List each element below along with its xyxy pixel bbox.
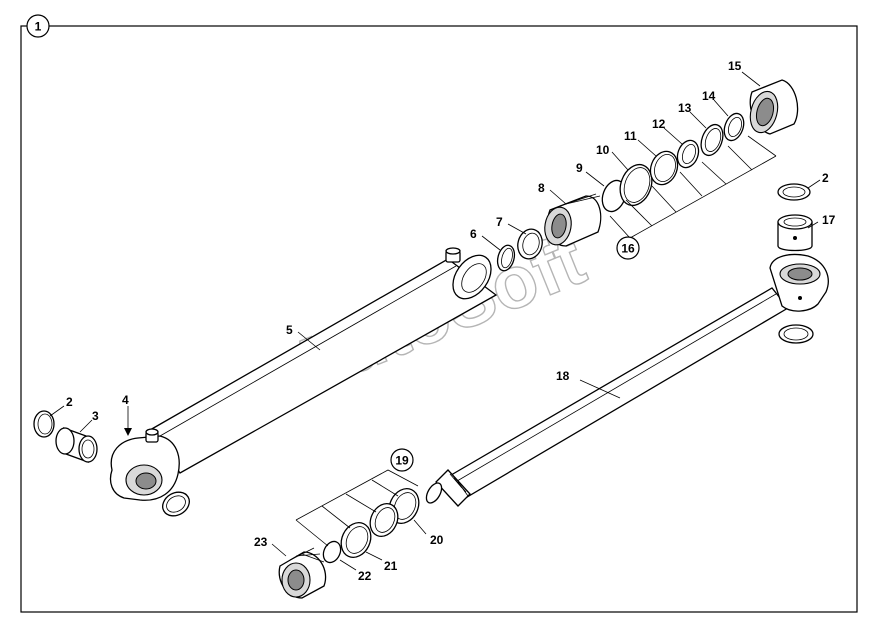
callout-6: 6: [470, 227, 477, 241]
callout-17: 17: [822, 213, 836, 227]
callout-4: 4: [122, 393, 129, 407]
callout-2-left: 2: [66, 395, 73, 409]
callout-9: 9: [576, 161, 583, 175]
callout-circle-19: [390, 448, 414, 472]
seal-14: [723, 112, 745, 142]
seal-20b: [369, 502, 399, 538]
seal-21: [340, 521, 372, 559]
callout-14: 14: [702, 89, 716, 103]
rod-eye: [769, 253, 829, 312]
ring-2-left: [33, 410, 55, 438]
cylinder-head-15: [749, 79, 799, 135]
sheet-number: 1: [35, 20, 42, 34]
callout-7: 7: [496, 215, 503, 229]
seal-13: [700, 123, 724, 157]
callout-13: 13: [678, 101, 692, 115]
callout-2-right: 2: [822, 171, 829, 185]
seal-22: [322, 540, 342, 564]
callout-5: 5: [286, 323, 293, 337]
callout-18: 18: [556, 369, 570, 383]
bushing-3-left: [55, 427, 98, 463]
seal-10: [619, 163, 653, 207]
callout-15: 15: [728, 59, 742, 73]
seal-11: [649, 150, 679, 186]
seal-kit-19-bracket: [295, 469, 419, 547]
callout-19: 19: [395, 454, 409, 468]
callout-12: 12: [652, 117, 666, 131]
piston-23: [278, 547, 327, 599]
snap-ring-6: [496, 244, 516, 272]
leader-lines: [49, 71, 821, 571]
sheet-number-circle: [26, 14, 50, 38]
callout-20: 20: [430, 533, 444, 547]
callout-10: 10: [596, 143, 610, 157]
ring-7: [517, 228, 543, 260]
drawing-frame: [20, 25, 858, 613]
callout-16: 16: [621, 242, 635, 256]
callout-23: 23: [254, 535, 268, 549]
callout-21: 21: [384, 559, 398, 573]
seal-12: [676, 139, 700, 169]
gland-8: [544, 193, 602, 247]
barrel-eye: [109, 428, 180, 501]
ring-eye-lower: [162, 491, 190, 517]
callout-3: 3: [92, 409, 99, 423]
callout-11: 11: [624, 129, 637, 143]
callout-8: 8: [538, 181, 545, 195]
bushing-17: [777, 214, 813, 252]
callout-22: 22: [358, 569, 372, 583]
ring-rod-lower: [778, 324, 814, 344]
callout-circle-16: [616, 236, 640, 260]
ring-2-right: [777, 183, 811, 201]
cylinder-barrel: [149, 247, 498, 474]
